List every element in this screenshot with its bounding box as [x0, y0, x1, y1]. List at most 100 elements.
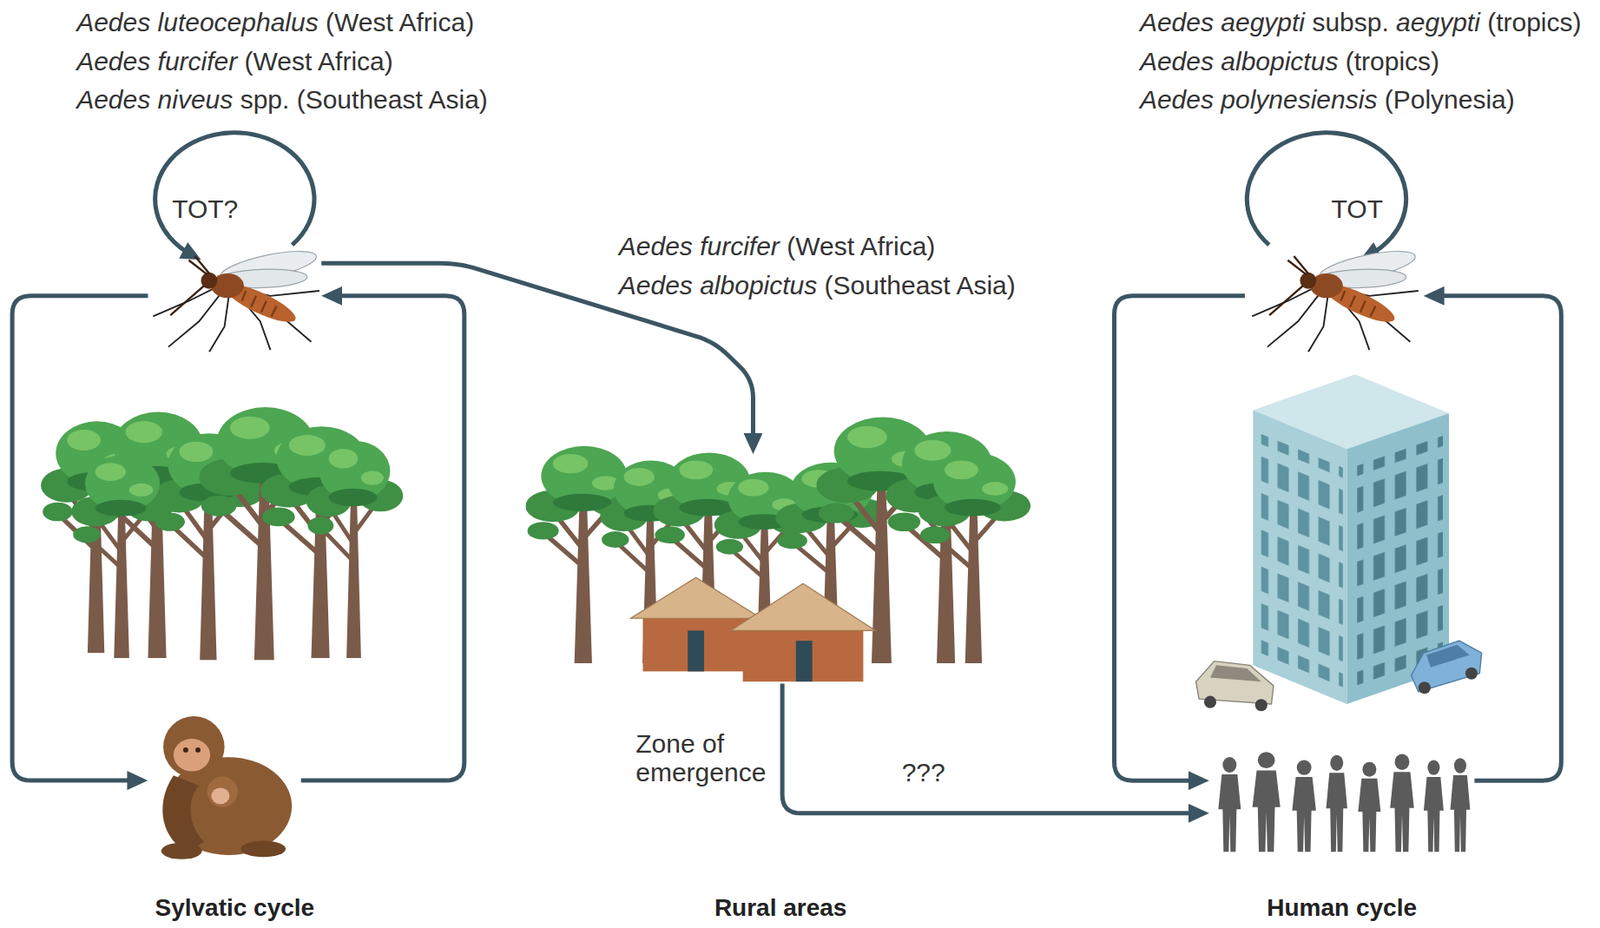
monkey-foot — [240, 841, 286, 858]
edge-label: ??? — [898, 757, 949, 789]
human-host: Human cycle — [1209, 750, 1475, 853]
monkey-arm — [162, 775, 205, 852]
text-run: niveus — [158, 85, 241, 114]
text-run: Aedes — [618, 270, 700, 300]
connectors — [12, 263, 1561, 813]
monkey-face — [173, 738, 211, 772]
text-run: Aedes — [1139, 85, 1221, 114]
text-run: polynesiensis — [1220, 85, 1384, 114]
text-run: furcifer — [158, 46, 245, 76]
illustration-layer — [40, 132, 1482, 860]
building-wall — [1252, 410, 1347, 705]
baby-head — [207, 776, 238, 807]
transmission-arrow — [321, 263, 753, 444]
person — [1423, 759, 1444, 852]
person — [1252, 751, 1281, 852]
text-run: Aedes — [76, 7, 158, 37]
transmission-arrow — [1114, 296, 1245, 781]
hut-door — [796, 640, 813, 682]
hut-wall — [642, 612, 749, 672]
text-run: subsp. — [1311, 7, 1396, 37]
text-run: luteocephalus — [158, 7, 326, 37]
text-run: albopictus — [1220, 46, 1345, 76]
monkey-eye — [183, 747, 189, 753]
species-label: Aedes niveus spp. (Southeast Asia) — [76, 84, 488, 116]
mosquito-vector: Aedes aegypti subsp. aegypti (tropics)Ae… — [1244, 239, 1424, 352]
building-windows — [1261, 434, 1344, 688]
car — [1411, 640, 1482, 694]
loop-label: TOT — [1331, 193, 1383, 225]
text-run: (Polynesia) — [1384, 85, 1515, 114]
text-run: Asia) — [427, 85, 488, 114]
monkey-eye — [195, 747, 201, 753]
species-label: Aedes furcifer (West Africa) — [76, 46, 394, 78]
hut-wall — [743, 624, 864, 682]
person — [1450, 757, 1471, 852]
tree — [71, 455, 174, 659]
building-left-face — [1252, 410, 1347, 705]
person — [1218, 757, 1241, 852]
text-run: Aedes — [1139, 46, 1221, 76]
monkey-head — [163, 716, 225, 778]
text-run: (Southeast — [824, 270, 957, 300]
transmission-loop — [155, 132, 315, 256]
car-wheel — [1204, 696, 1217, 709]
text-run: (tropics) — [1487, 7, 1581, 37]
text-run: Aedes — [76, 85, 158, 114]
text-run: spp. — [240, 85, 297, 114]
person — [1357, 762, 1381, 853]
building-windows — [1356, 435, 1443, 685]
car-window — [1210, 665, 1262, 682]
text-run: albopictus — [699, 270, 824, 300]
loop-label: TOT? — [171, 193, 238, 225]
species-label: Aedes albopictus (Southeast Asia) — [615, 269, 1020, 302]
text-run: Asia) — [955, 270, 1015, 300]
transmission-loop — [1246, 132, 1406, 256]
people — [1218, 751, 1470, 852]
cycle-caption: Human cycle — [1266, 894, 1417, 922]
text-run: aegypti — [1220, 7, 1312, 37]
mosquito-vector: Aedes luteocephalus (West Africa)Aedes f… — [147, 239, 322, 352]
hut-roof — [630, 577, 761, 619]
car-wheel — [1255, 698, 1268, 712]
species-label: Aedes luteocephalus (West Africa) — [76, 6, 475, 39]
species-label: Aedes albopictus (tropics) — [1139, 46, 1440, 78]
primate-host: Sylvatic cycle — [147, 714, 301, 863]
person — [1326, 755, 1348, 853]
huts — [630, 577, 876, 682]
text-run: Africa) — [399, 7, 475, 37]
cycle-caption: Sylvatic cycle — [154, 894, 315, 922]
tree — [306, 441, 404, 659]
species-label: Aedes furcifer (West Africa) — [615, 230, 940, 263]
building — [1252, 374, 1449, 705]
text-run: aegypti — [1395, 7, 1488, 37]
monkey — [161, 716, 292, 860]
rural-trees — [525, 416, 1031, 664]
transmission-arrow — [12, 296, 148, 781]
text-run: (West — [244, 46, 318, 76]
hut-door — [687, 630, 705, 672]
transmission-arrow — [782, 683, 1199, 813]
rural-zone: Zone of emergenceRural areas — [530, 454, 1031, 684]
transmission-arrow — [1434, 296, 1562, 781]
text-run: (tropics) — [1345, 46, 1440, 76]
car-wheel — [1465, 667, 1478, 680]
car-wheel — [1418, 681, 1431, 694]
text-run: (West — [786, 231, 860, 261]
car-window — [1426, 645, 1469, 668]
text-run: Aedes — [76, 46, 158, 76]
monkey-foot — [161, 842, 203, 860]
mosquito-icon — [1251, 244, 1419, 352]
person — [1291, 759, 1317, 852]
mosquito-icon — [152, 244, 320, 352]
text-run: (West — [325, 7, 399, 37]
text-run: Africa) — [317, 46, 394, 76]
baby-face — [210, 787, 230, 804]
hut-roof — [730, 583, 876, 631]
car — [1196, 661, 1274, 712]
text-run: furcifer — [699, 231, 787, 261]
species-label: Aedes polynesiensis (Polynesia) — [1139, 84, 1515, 116]
